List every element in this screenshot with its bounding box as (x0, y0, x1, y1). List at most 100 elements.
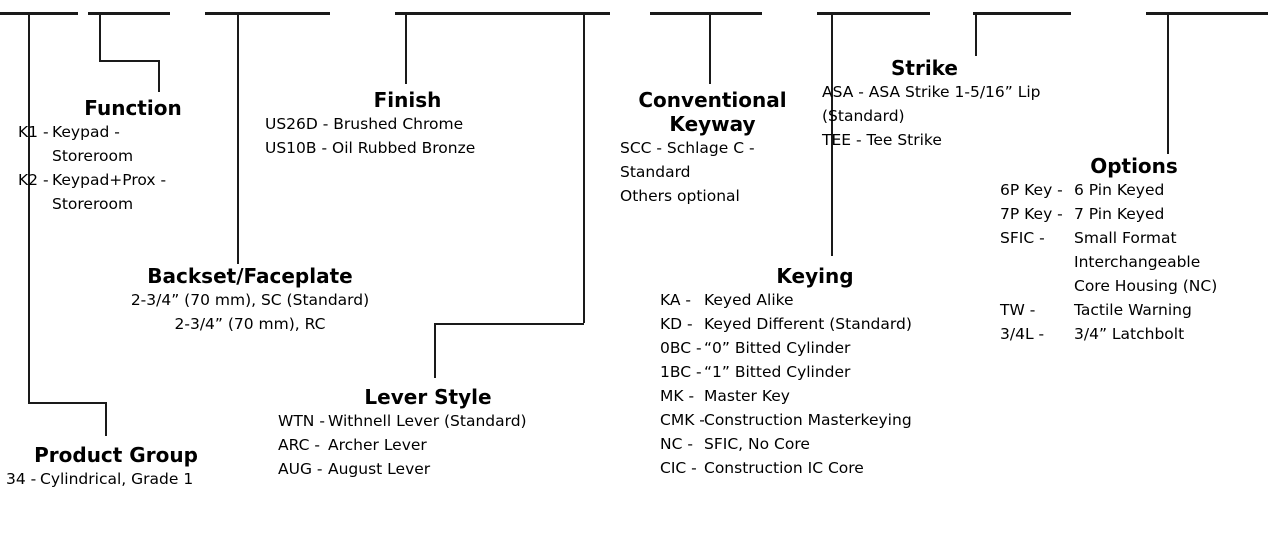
top-bar-segment-8 (1146, 12, 1268, 15)
list-item: SFIC - Small Format (1000, 226, 1268, 250)
block-finish: Finish US26D - Brushed Chrome US10B - Oi… (265, 88, 550, 160)
backset-faceplate-rows: 2-3/4” (70 mm), SC (Standard) 2-3/4” (70… (100, 288, 400, 336)
list-item: K2 - Keypad+Prox - (18, 168, 248, 192)
list-item: 6P Key - 6 Pin Keyed (1000, 178, 1268, 202)
item-desc: SFIC, No Core (704, 435, 810, 453)
function-rows: K1 - Keypad - Storeroom K2 - Keypad+Prox… (18, 120, 248, 216)
item-desc: Construction Masterkeying (704, 411, 912, 429)
item-code: 7P Key - (1000, 205, 1063, 223)
item-code: WTN - (278, 412, 325, 430)
leader-lever-h (434, 323, 584, 325)
item-desc: Archer Lever (328, 436, 427, 454)
item-desc: Cylindrical, Grade 1 (40, 470, 194, 488)
list-item: US26D - Brushed Chrome (265, 115, 464, 133)
leader-lever-v1 (583, 12, 585, 323)
item-desc: Master Key (704, 387, 790, 405)
leader-keying-line (831, 12, 833, 256)
options-title: Options (1090, 154, 1178, 178)
list-item: ASA - ASA Strike 1-5/16” Lip (822, 83, 1041, 101)
leader-lever-v2 (434, 323, 436, 378)
item-code: CMK - (660, 411, 705, 429)
list-item: Core Housing (NC) (1000, 274, 1268, 298)
leader-product-group-v1 (28, 12, 30, 402)
item-desc: Interchangeable (1074, 253, 1201, 271)
block-conventional-keyway: Conventional Keyway SCC - Schlage C - St… (620, 88, 805, 208)
item-code: CIC - (660, 459, 697, 477)
item-code: 1BC - (660, 363, 702, 381)
list-item: Standard (620, 163, 691, 181)
list-item: 7P Key - 7 Pin Keyed (1000, 202, 1268, 226)
block-function: Function K1 - Keypad - Storeroom K2 - Ke… (18, 96, 248, 216)
list-item: ARC - Archer Lever (278, 433, 608, 457)
item-desc: Keypad - (52, 123, 120, 141)
item-desc: Withnell Lever (Standard) (328, 412, 527, 430)
item-desc: Tactile Warning (1074, 301, 1192, 319)
list-item: KD - Keyed Different (Standard) (660, 312, 990, 336)
top-bar-segment-5 (650, 12, 762, 15)
strike-rows: ASA - ASA Strike 1-5/16” Lip (Standard) … (822, 80, 1122, 152)
lever-style-title: Lever Style (364, 385, 492, 409)
leader-backset-line (237, 12, 239, 264)
list-item: KA - Keyed Alike (660, 288, 990, 312)
item-code: K1 - (18, 123, 49, 141)
keying-title: Keying (776, 264, 854, 288)
strike-title: Strike (890, 56, 958, 80)
block-strike: Strike ASA - ASA Strike 1-5/16” Lip (Sta… (822, 56, 1122, 152)
item-desc: Keyed Alike (704, 291, 794, 309)
list-item: Storeroom (18, 144, 248, 168)
item-desc: Storeroom (52, 147, 134, 165)
item-code: MK - (660, 387, 695, 405)
item-code: SFIC - (1000, 229, 1045, 247)
top-bar-segment-3 (205, 12, 330, 15)
list-item: 0BC - “0” Bitted Cylinder (660, 336, 990, 360)
item-code: NC - (660, 435, 693, 453)
top-bar-segment-1 (0, 12, 78, 15)
list-item: 2-3/4” (70 mm), SC (Standard) (130, 291, 370, 309)
item-code: 6P Key - (1000, 181, 1063, 199)
item-desc: Keyed Different (Standard) (704, 315, 912, 333)
leader-options-line (1167, 12, 1169, 154)
item-code: 3/4L - (1000, 325, 1045, 343)
block-options: Options 6P Key - 6 Pin Keyed 7P Key - 7 … (1000, 154, 1268, 346)
item-desc: “1” Bitted Cylinder (704, 363, 851, 381)
leader-finish-line (405, 12, 407, 84)
item-code: K2 - (18, 171, 49, 189)
finish-rows: US26D - Brushed Chrome US10B - Oil Rubbe… (265, 112, 550, 160)
conventional-keyway-title-line1: Conventional (638, 88, 787, 112)
block-lever-style: Lever Style WTN - Withnell Lever (Standa… (278, 385, 608, 481)
item-desc: 3/4” Latchbolt (1074, 325, 1185, 343)
item-desc: 6 Pin Keyed (1074, 181, 1165, 199)
leader-product-group-v2 (105, 402, 107, 436)
item-desc: Keypad+Prox - (52, 171, 167, 189)
block-backset-faceplate: Backset/Faceplate 2-3/4” (70 mm), SC (St… (100, 264, 400, 336)
list-item: Storeroom (18, 192, 248, 216)
product-group-rows: 34 - Cylindrical, Grade 1 (6, 467, 256, 491)
item-code: AUG - (278, 460, 323, 478)
item-code: TW - (1000, 301, 1036, 319)
list-item: TEE - Tee Strike (822, 131, 942, 149)
top-bar-segment-7 (973, 12, 1071, 15)
list-item: 1BC - “1” Bitted Cylinder (660, 360, 990, 384)
list-item: 2-3/4” (70 mm), RC (174, 315, 326, 333)
list-item: 34 - Cylindrical, Grade 1 (6, 467, 256, 491)
item-desc: August Lever (328, 460, 431, 478)
backset-faceplate-title: Backset/Faceplate (147, 264, 353, 288)
top-bar-segment-6 (817, 12, 930, 15)
leader-conventional-keyway-line (709, 12, 711, 84)
item-code: KD - (660, 315, 693, 333)
item-code: KA - (660, 291, 692, 309)
list-item: Others optional (620, 187, 740, 205)
list-item: MK - Master Key (660, 384, 990, 408)
leader-function-h (99, 60, 159, 62)
block-product-group: Product Group 34 - Cylindrical, Grade 1 (6, 443, 256, 491)
list-item: K1 - Keypad - (18, 120, 248, 144)
item-desc: Core Housing (NC) (1074, 277, 1218, 295)
keying-rows: KA - Keyed Alike KD - Keyed Different (S… (660, 288, 990, 480)
list-item: 3/4L - 3/4” Latchbolt (1000, 322, 1268, 346)
list-item: TW - Tactile Warning (1000, 298, 1268, 322)
leader-product-group-h (28, 402, 106, 404)
item-desc: Small Format (1074, 229, 1177, 247)
top-bar-segment-2 (88, 12, 170, 15)
product-group-title: Product Group (34, 443, 198, 467)
